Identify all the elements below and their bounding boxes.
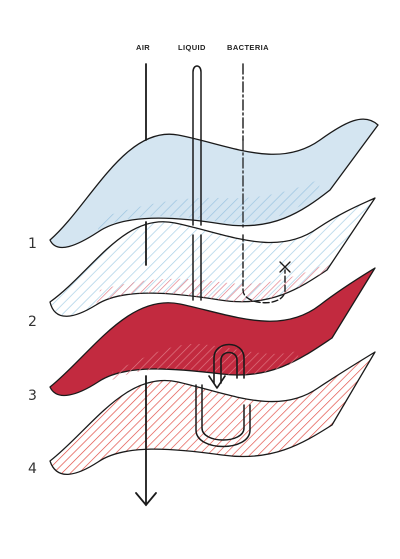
layer-4 [49, 351, 376, 475]
layer-number-4: 4 [28, 461, 37, 477]
header-air: AIR [136, 43, 151, 52]
bacteria-path [242, 63, 291, 304]
layer-1 [49, 118, 379, 249]
air-line [135, 63, 157, 507]
liquid-loop-lower [195, 384, 251, 448]
x-mark-icon [279, 261, 291, 273]
header-liquid: LIQUID [178, 43, 206, 52]
liquid-tube [192, 65, 202, 301]
layer-3 [49, 267, 376, 397]
layer-2-overlap [96, 262, 330, 305]
liquid-loop-upper [208, 343, 245, 389]
arrow-down-icon [135, 492, 157, 507]
layer-number-2: 2 [28, 314, 37, 330]
layer-number-1: 1 [28, 236, 37, 252]
layer-number-3: 3 [28, 388, 37, 404]
header-bacteria: BACTERIA [227, 43, 269, 52]
